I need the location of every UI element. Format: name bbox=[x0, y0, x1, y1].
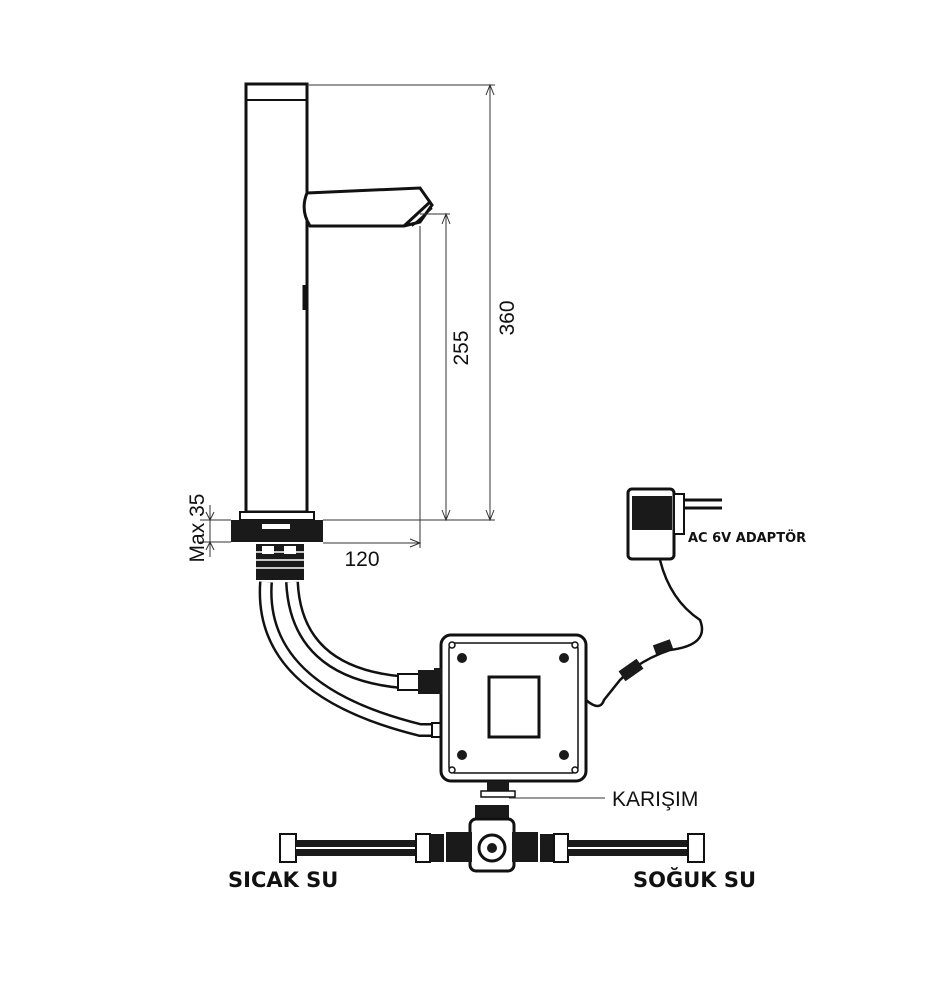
hot-water-hose bbox=[279, 833, 444, 863]
mixing-label: KARIŞIM bbox=[612, 788, 698, 811]
supply-hoses bbox=[258, 581, 443, 738]
power-adapter bbox=[585, 487, 722, 708]
dim-255-label: 255 bbox=[450, 330, 473, 365]
cold-water-label: SOĞUK SU bbox=[633, 867, 756, 892]
faucet-body bbox=[244, 82, 309, 514]
dim-360-label: 360 bbox=[496, 300, 519, 335]
mixing-valve bbox=[446, 805, 538, 873]
cold-water-hose bbox=[540, 833, 705, 863]
dim-120-label: 120 bbox=[344, 548, 379, 571]
hot-water-label: SICAK SU bbox=[228, 868, 338, 892]
control-box bbox=[434, 633, 588, 798]
faucet-base bbox=[231, 511, 323, 580]
faucet-spout bbox=[302, 186, 434, 228]
dimension-lines bbox=[200, 83, 605, 799]
adapter-label: AC 6V ADAPTÖR bbox=[688, 530, 806, 546]
dim-max35-label: Max 35 bbox=[186, 494, 209, 563]
